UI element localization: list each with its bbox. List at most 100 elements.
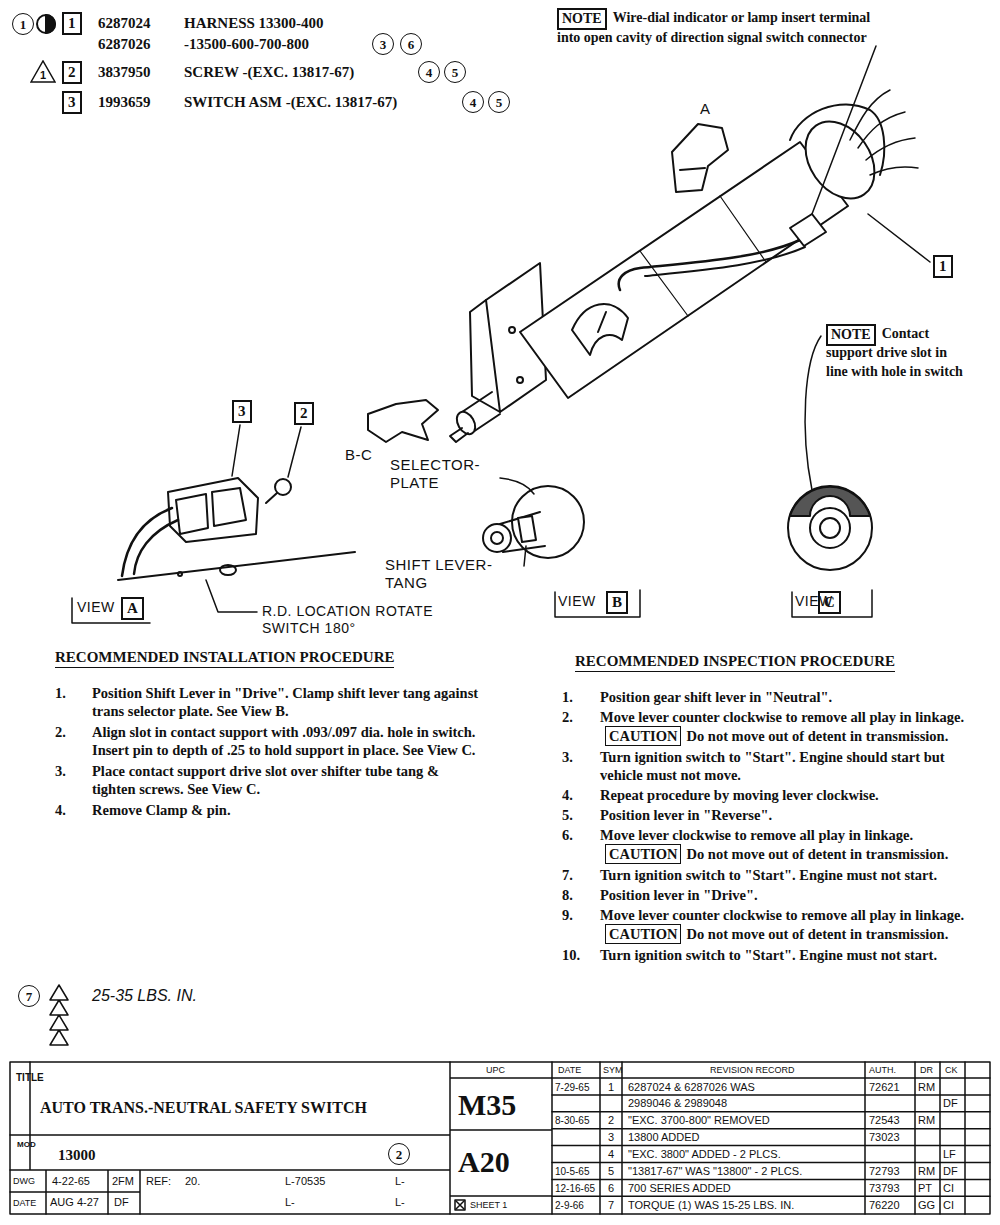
node-text: 6	[408, 38, 415, 51]
line-art	[178, 572, 182, 576]
step-body: Position Shift Lever in "Drive". Clamp s…	[92, 684, 482, 720]
parts-list-text: 3837950	[98, 63, 151, 81]
table-cell: "13817-67" WAS "13800" - 2 PLCS.	[628, 1165, 802, 1178]
table-cell: DF	[943, 1165, 958, 1178]
callout-label: VIEW	[795, 593, 833, 610]
callout-label: B-C	[345, 446, 372, 464]
parts-list-text: 6287024	[98, 14, 151, 32]
callout-box: B	[606, 591, 628, 614]
node-text: 1	[20, 18, 27, 31]
step-body: Move lever counter clockwise to remove a…	[600, 906, 982, 944]
half-circle-symbol	[37, 15, 55, 33]
line-art	[517, 377, 523, 383]
step-text: Turn ignition switch to "Start". Engine …	[600, 749, 945, 783]
line-art	[168, 478, 258, 542]
step-number: 1.	[562, 689, 573, 705]
step-text: Do not move out of detent in transmissio…	[686, 926, 948, 942]
callout-label: SHIFT LEVER- TANG	[385, 556, 535, 592]
line-art	[10, 1062, 990, 1214]
line-art	[500, 478, 534, 494]
step-number: 5.	[562, 807, 573, 823]
table-cell: 2	[608, 1114, 614, 1127]
step-body: Position lever in "Reverse".	[600, 806, 982, 824]
procedure-step: 4.Remove Clamp & pin.	[55, 801, 482, 819]
step-text: Align slot in contact support with .093/…	[92, 724, 476, 758]
table-cell: SYM	[603, 1065, 623, 1076]
code-text: M35	[458, 1088, 516, 1122]
table-cell: 8-30-65	[555, 1114, 589, 1127]
line-art	[524, 546, 526, 566]
line-art	[600, 1062, 965, 1214]
line-art	[46, 15, 55, 33]
line-art	[518, 516, 536, 542]
table-cell: CI	[943, 1182, 954, 1195]
line-art	[812, 46, 876, 214]
step-text: Position lever in "Drive".	[600, 887, 758, 903]
node-text: 3	[68, 94, 76, 110]
line-art	[572, 304, 628, 355]
step-number-cell: 7.	[562, 866, 600, 884]
revision-triangles	[50, 985, 68, 1045]
caution-box: CAUTION	[605, 844, 681, 864]
callout-label: SELECTOR- PLATE	[390, 456, 500, 492]
node-text: CAUTION	[609, 728, 677, 744]
step-body: Move lever counter clockwise to remove a…	[600, 708, 982, 746]
table-cell: CI	[943, 1199, 954, 1212]
part-a	[672, 124, 728, 192]
line-art	[680, 168, 705, 170]
table-cell: L-	[395, 1196, 405, 1209]
step-body: Repeat procedure by moving lever clockwi…	[600, 786, 982, 804]
table-cell: UPC	[486, 1065, 505, 1076]
line-art	[805, 336, 821, 490]
section-heading: RECOMMENDED INSPECTION PROCEDURE	[575, 652, 895, 672]
table-cell: DATE	[13, 1198, 36, 1209]
node-text: 4	[426, 66, 433, 79]
table-cell: DF	[943, 1097, 958, 1110]
step-number-cell: 6.	[562, 826, 600, 844]
step-number: 7.	[562, 867, 573, 883]
step-text: Do not move out of detent in transmissio…	[686, 728, 948, 744]
node-text: 5	[496, 96, 503, 109]
step-number-cell: 1.	[55, 684, 92, 702]
callout-circle: 3	[372, 33, 394, 55]
step-number: 9.	[562, 907, 573, 923]
parts-list-text: -13500-600-700-800	[184, 35, 309, 53]
step-number: 8.	[562, 887, 573, 903]
callout-circle: 2	[388, 1143, 410, 1165]
step-number-cell: 9.	[562, 906, 600, 924]
view-a-switch	[72, 425, 355, 623]
node-text: 1	[30, 60, 56, 82]
line-art	[850, 90, 918, 175]
step-text: Position gear shift lever in "Neutral".	[600, 689, 832, 705]
line-art	[72, 598, 150, 623]
callout-box: 1	[933, 255, 953, 278]
caution-box: CAUTION	[605, 726, 681, 746]
step-number-cell: 10.	[562, 946, 600, 964]
step-body: Position lever in "Drive".	[600, 886, 982, 904]
caution-box: CAUTION	[605, 924, 681, 944]
parts-list-text: 6287026	[98, 35, 151, 53]
line-art	[672, 124, 728, 192]
line-art	[790, 214, 826, 246]
step-number: 4.	[562, 787, 573, 803]
procedure-step: 1.Position Shift Lever in "Drive". Clamp…	[55, 684, 482, 720]
torque-note: 25-35 LBS. IN.	[92, 986, 197, 1005]
table-cell: 700 SERIES ADDED	[628, 1182, 731, 1195]
table-cell: TITLE	[16, 1072, 24, 1083]
line-art	[456, 1201, 464, 1209]
step-number: 2.	[55, 724, 66, 740]
table-cell: 2989046 & 2989048	[628, 1097, 727, 1110]
table-cell: 73793	[869, 1182, 900, 1195]
note-text: Wire-dial indicator or lamp insert termi…	[557, 8, 887, 48]
node-text: 1	[68, 15, 76, 31]
table-cell: 20.	[185, 1175, 200, 1188]
step-number-cell: 2.	[55, 723, 92, 741]
line-art	[10, 1062, 552, 1214]
title-text: AUTO TRANS.-NEUTRAL SAFETY SWITCH	[40, 1098, 367, 1117]
table-cell: 6	[608, 1182, 614, 1195]
step-number: 2.	[562, 709, 573, 725]
view-b	[483, 478, 640, 617]
part-b-c	[368, 400, 438, 442]
callout-box: 3	[232, 400, 252, 423]
table-cell: RM	[918, 1165, 935, 1178]
